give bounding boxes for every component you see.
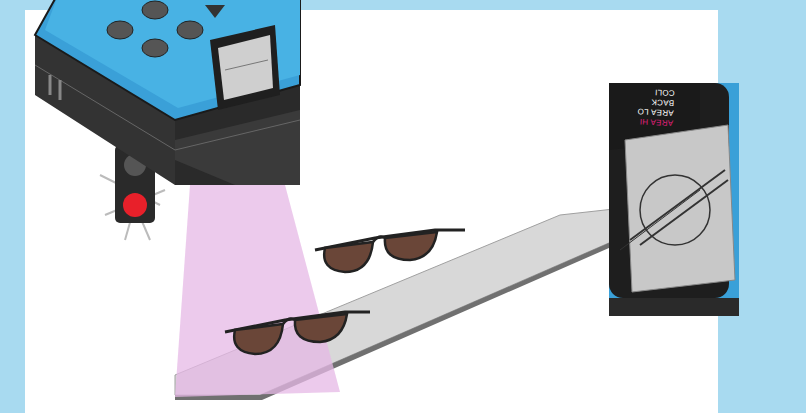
light-cone <box>175 185 340 397</box>
sunglasses <box>315 230 465 272</box>
sunglasses <box>225 312 370 354</box>
screen-text: AREA HIAREA LOBACKCOLI <box>613 84 675 127</box>
display-inset <box>609 83 739 316</box>
menu-item: COLI <box>615 84 675 97</box>
vision-sensor <box>35 0 300 185</box>
